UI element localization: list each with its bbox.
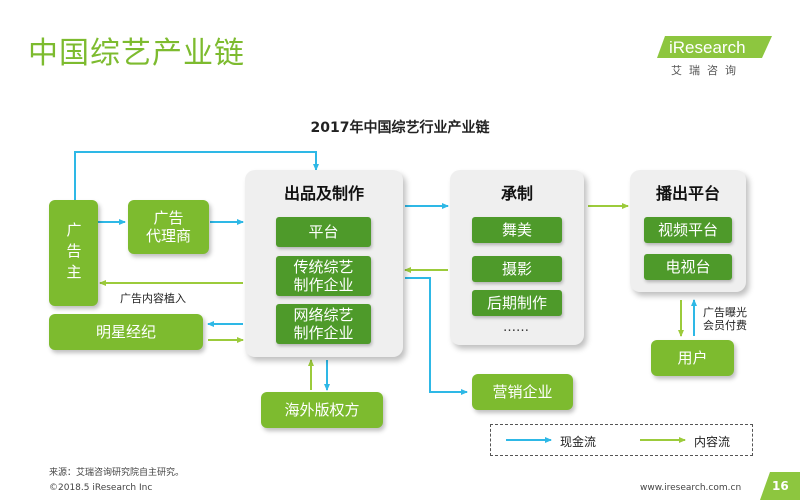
contracting-title: 承制	[500, 184, 533, 203]
source-note: 来源：艾瑞咨询研究院自主研究。	[49, 468, 185, 478]
logo-mark: iResearch	[657, 36, 772, 58]
production-item-online: 网络综艺 制作企业	[276, 304, 371, 344]
broadcast-panel: 播出平台 视频平台 电视台	[630, 170, 746, 292]
contracting-item-post: 后期制作	[472, 290, 562, 316]
production-item-traditional: 传统综艺 制作企业	[276, 256, 371, 296]
broadcast-title: 播出平台	[655, 184, 720, 203]
logo-subtitle: 艾瑞咨询	[671, 64, 743, 77]
marketing-box: 营销企业	[472, 374, 573, 410]
page-number-badge	[760, 472, 800, 500]
overseas-rights-box: 海外版权方	[261, 392, 383, 428]
production-title: 出品及制作	[283, 184, 364, 203]
contracting-item-camera: 摄影	[472, 256, 562, 282]
broadcast-item-tv: 电视台	[644, 254, 732, 280]
cash-flow-arrow	[74, 151, 319, 200]
footer-url: www.iresearch.com.cn	[640, 483, 742, 493]
star-agency-box: 明星经纪	[49, 314, 203, 350]
ad-placement-label: 广告内容植入	[120, 292, 186, 305]
user-box: 用户	[651, 340, 734, 376]
page-number: 16	[772, 479, 789, 493]
page-title: 中国综艺产业链	[28, 36, 245, 71]
cash-flow-arrow	[405, 277, 468, 395]
logo-text: iResearch	[669, 38, 746, 57]
production-panel: 出品及制作 平台 传统综艺 制作企业 网络综艺 制作企业	[245, 170, 403, 357]
iresearch-logo: iResearch 艾瑞咨询	[657, 34, 772, 84]
contracting-panel: 承制 舞美 摄影 后期制作 ……	[450, 170, 584, 345]
advertiser-box: 广告主	[49, 200, 98, 306]
diagram-title: 2017年中国综艺行业产业链	[310, 120, 490, 136]
legend-cash-label: 现金流	[560, 435, 597, 449]
legend-content-label: 内容流	[694, 435, 731, 449]
contracting-more: ……	[503, 320, 529, 335]
production-item-platform: 平台	[276, 217, 371, 247]
user-flow-label: 广告曝光 会员付费	[703, 306, 747, 332]
broadcast-item-video: 视频平台	[644, 217, 732, 243]
ad-agency-box: 广告 代理商	[128, 200, 209, 254]
copyright: ©2018.5 iResearch Inc	[49, 483, 153, 493]
contracting-item-stage: 舞美	[472, 217, 562, 243]
advertiser-label: 广告主	[64, 221, 83, 285]
legend	[490, 424, 753, 456]
